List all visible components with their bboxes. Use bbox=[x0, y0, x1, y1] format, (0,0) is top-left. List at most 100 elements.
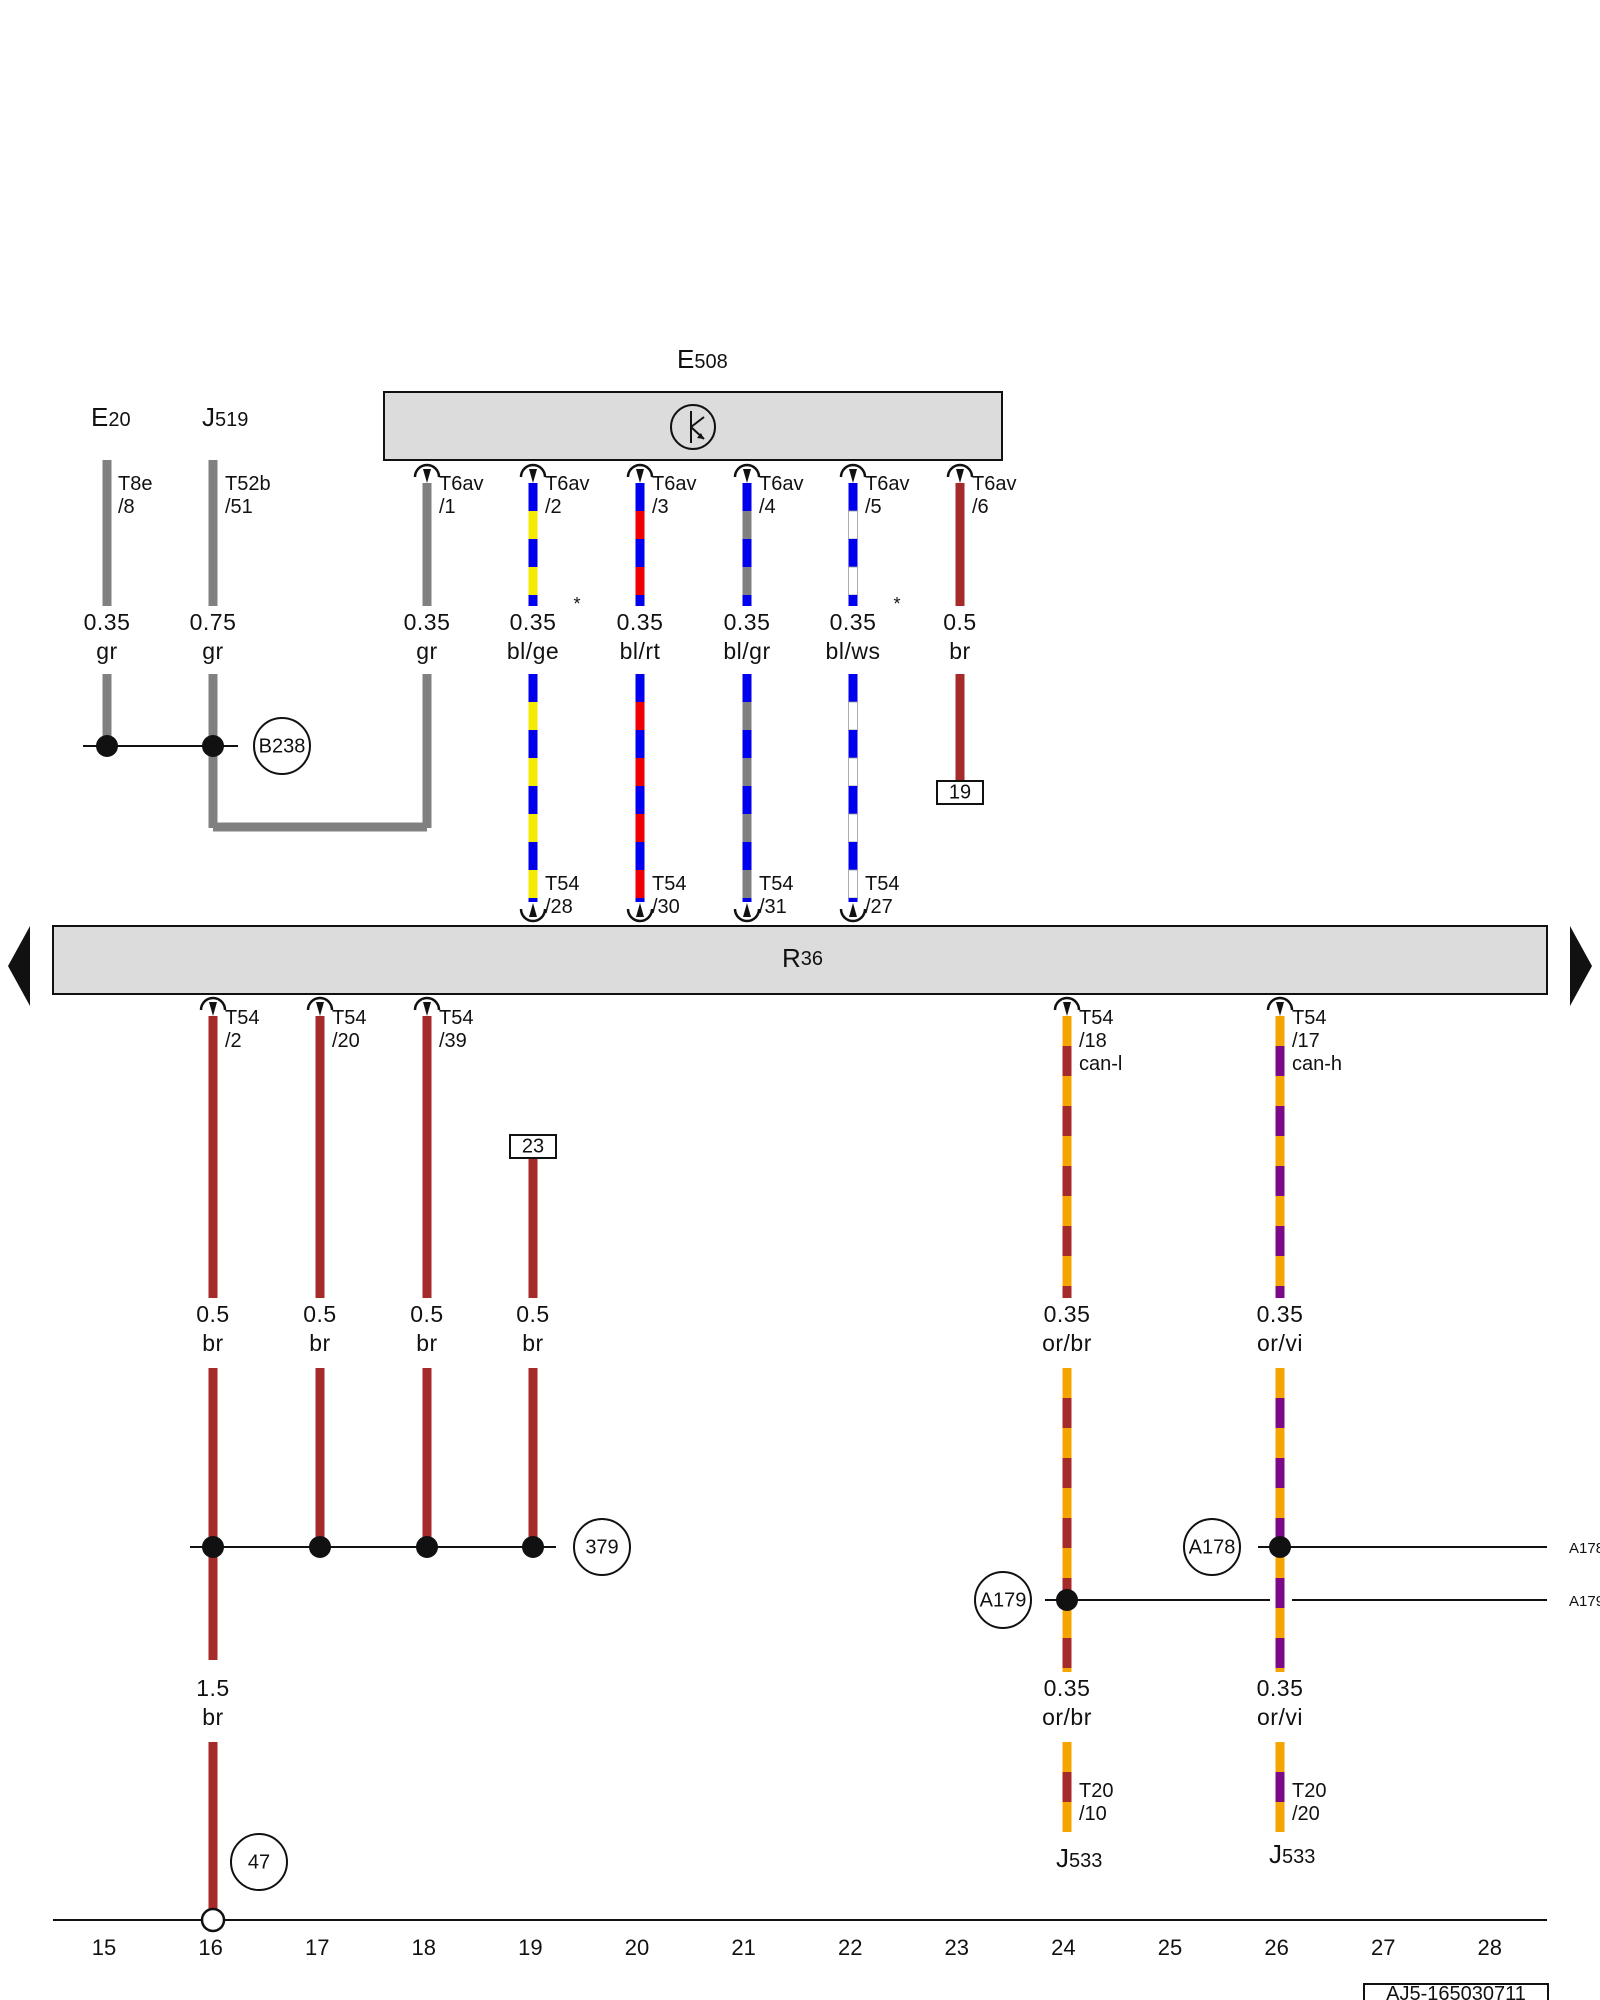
junction-e20[interactable] bbox=[96, 735, 118, 757]
wire-t6av5-bottom[interactable] bbox=[848, 674, 858, 902]
connector-t6av4-r36[interactable] bbox=[733, 903, 761, 923]
wire-label-e20-color: gr bbox=[96, 638, 117, 664]
connector-t54_17[interactable] bbox=[1266, 996, 1294, 1016]
wire-can-h-top[interactable] bbox=[1275, 1016, 1285, 1298]
junction-t54_20[interactable] bbox=[309, 1536, 331, 1558]
wire-label-t54_20-size: 0.5 bbox=[303, 1301, 336, 1327]
pin-label-t6av2-line: T6av bbox=[545, 473, 589, 495]
offpage-reference-a178[interactable]: A178 bbox=[1569, 1540, 1600, 1557]
wire-label-e20-size: 0.35 bbox=[84, 609, 131, 635]
wire-t54_39-bottom[interactable] bbox=[422, 1368, 432, 1547]
pin-label-t54_2-line: T54 bbox=[225, 1007, 259, 1029]
wire-can-h-bottom[interactable] bbox=[1275, 1742, 1285, 1832]
pin-label-t8e-8-line: T8e bbox=[118, 473, 152, 495]
offpage-reference-a179[interactable]: A179 bbox=[1569, 1593, 1600, 1610]
pin-label-t6av6-line: T6av bbox=[972, 473, 1016, 495]
pin-label-t6av1-line: T6av bbox=[439, 473, 483, 495]
component-box-r36[interactable] bbox=[52, 925, 1548, 995]
pin-label-t6av2: T6av/2 bbox=[545, 473, 589, 518]
wire-can-l-bottom[interactable] bbox=[1062, 1742, 1072, 1832]
wire-label-can-h-2-color: or/vi bbox=[1257, 1704, 1303, 1730]
wire-t6av1-top[interactable] bbox=[422, 483, 432, 606]
connector-t6av5[interactable] bbox=[839, 463, 867, 483]
wire-t6av4-bottom[interactable] bbox=[742, 674, 752, 902]
pin-label-t54_18-line: /18 bbox=[1079, 1030, 1107, 1052]
reference-circle-379[interactable]: 379 bbox=[573, 1518, 631, 1576]
reference-circle-a179[interactable]: A179 bbox=[974, 1571, 1032, 1629]
wire-label-j519-size: 0.75 bbox=[190, 609, 237, 635]
reference-circle-47[interactable]: 47 bbox=[230, 1833, 288, 1891]
junction-j519[interactable] bbox=[202, 735, 224, 757]
wire-t6av3-bottom[interactable] bbox=[635, 674, 645, 902]
connector-t6av3[interactable] bbox=[626, 463, 654, 483]
component-label-r36: R36 bbox=[782, 943, 823, 973]
pin-label-t6av6-line: /6 bbox=[972, 496, 989, 518]
wire-t54_2-top[interactable] bbox=[208, 1016, 218, 1298]
reference-circle-379-label: 379 bbox=[585, 1536, 618, 1558]
connector-t6av3-r36[interactable] bbox=[626, 903, 654, 923]
connector-t54_18[interactable] bbox=[1053, 996, 1081, 1016]
connector-t6av6[interactable] bbox=[946, 463, 974, 483]
junction-ref23[interactable] bbox=[522, 1536, 544, 1558]
reference-box-23[interactable]: 23 bbox=[509, 1134, 557, 1159]
component-label-e508: E508 bbox=[677, 344, 728, 374]
document-id-label: AJ5-165030711 bbox=[1386, 1983, 1526, 2000]
wire-label-can-h-2-size: 0.35 bbox=[1257, 1675, 1304, 1701]
reference-circle-a179-label: A179 bbox=[980, 1589, 1027, 1611]
wire-label-t6av5-size: 0.35 bbox=[830, 609, 877, 635]
arrow-left-icon[interactable] bbox=[8, 926, 30, 1006]
pin-label-t6av5-line: /5 bbox=[865, 496, 882, 518]
wire-t6av3-top[interactable] bbox=[635, 483, 645, 606]
light-sensor-icon bbox=[670, 404, 716, 450]
wire-ref23-top[interactable] bbox=[528, 1158, 538, 1298]
pin-label-t54_18-line: can-l bbox=[1079, 1053, 1122, 1075]
wire-t6av2-top[interactable] bbox=[528, 483, 538, 606]
connector-t6av4[interactable] bbox=[733, 463, 761, 483]
pin-label-t6av2-r36-line: /28 bbox=[545, 896, 573, 918]
reference-circle-b238[interactable]: B238 bbox=[253, 717, 311, 775]
wire-t6av6-top[interactable] bbox=[955, 483, 965, 606]
junction-can-l[interactable] bbox=[1056, 1589, 1078, 1611]
wire-t6av4-top[interactable] bbox=[742, 483, 752, 606]
reference-circle-a178[interactable]: A178 bbox=[1183, 1518, 1241, 1576]
connector-t54_39[interactable] bbox=[413, 996, 441, 1016]
junction-can-h[interactable] bbox=[1269, 1536, 1291, 1558]
wire-j519-top[interactable] bbox=[208, 460, 218, 606]
wire-can-h-mid[interactable] bbox=[1275, 1368, 1285, 1672]
junction-t54_2[interactable] bbox=[202, 1536, 224, 1558]
connector-t54_2[interactable] bbox=[199, 996, 227, 1016]
wire-t54_2-bottom[interactable] bbox=[208, 1368, 218, 1547]
pin-label-t20-20-line: /20 bbox=[1292, 1803, 1320, 1825]
wire-t54_39-top[interactable] bbox=[422, 1016, 432, 1298]
pin-label-t6av4-line: /4 bbox=[759, 496, 776, 518]
wire-can-l-top[interactable] bbox=[1062, 1016, 1072, 1298]
connector-t6av1[interactable] bbox=[413, 463, 441, 483]
wire-can-l-mid[interactable] bbox=[1062, 1368, 1072, 1672]
arrow-right-icon[interactable] bbox=[1570, 926, 1592, 1006]
wire-t54_20-bottom[interactable] bbox=[315, 1368, 325, 1547]
wire-label-t6av5-color: bl/ws bbox=[826, 638, 881, 664]
wire-e20-bottom[interactable] bbox=[102, 674, 112, 746]
wire-t6av1-bottom[interactable] bbox=[422, 674, 432, 828]
wire-t6av2-bottom[interactable] bbox=[528, 674, 538, 902]
wire-ground-top[interactable] bbox=[208, 1547, 218, 1660]
wire-label-t6av1-color: gr bbox=[416, 638, 437, 664]
junction-t54_39[interactable] bbox=[416, 1536, 438, 1558]
wire-e20-top[interactable] bbox=[102, 460, 112, 606]
connector-t6av2-r36[interactable] bbox=[519, 903, 547, 923]
pin-label-t6av4: T6av/4 bbox=[759, 473, 803, 518]
connector-t6av2[interactable] bbox=[519, 463, 547, 483]
connector-t6av5-r36[interactable] bbox=[839, 903, 867, 923]
wire-ground-bottom[interactable] bbox=[208, 1742, 218, 1910]
connector-t54_20[interactable] bbox=[306, 996, 334, 1016]
wire-ref23-bottom[interactable] bbox=[528, 1368, 538, 1547]
wire-t6av6-bottom[interactable] bbox=[955, 674, 965, 782]
grid-number: 17 bbox=[305, 1935, 329, 1960]
wire-t6av5-top[interactable] bbox=[848, 483, 858, 606]
pin-label-t54_39: T54/39 bbox=[439, 1007, 473, 1052]
ground-point[interactable] bbox=[200, 1907, 226, 1933]
reference-box-19[interactable]: 19 bbox=[936, 780, 984, 805]
wire-t54_20-top[interactable] bbox=[315, 1016, 325, 1298]
